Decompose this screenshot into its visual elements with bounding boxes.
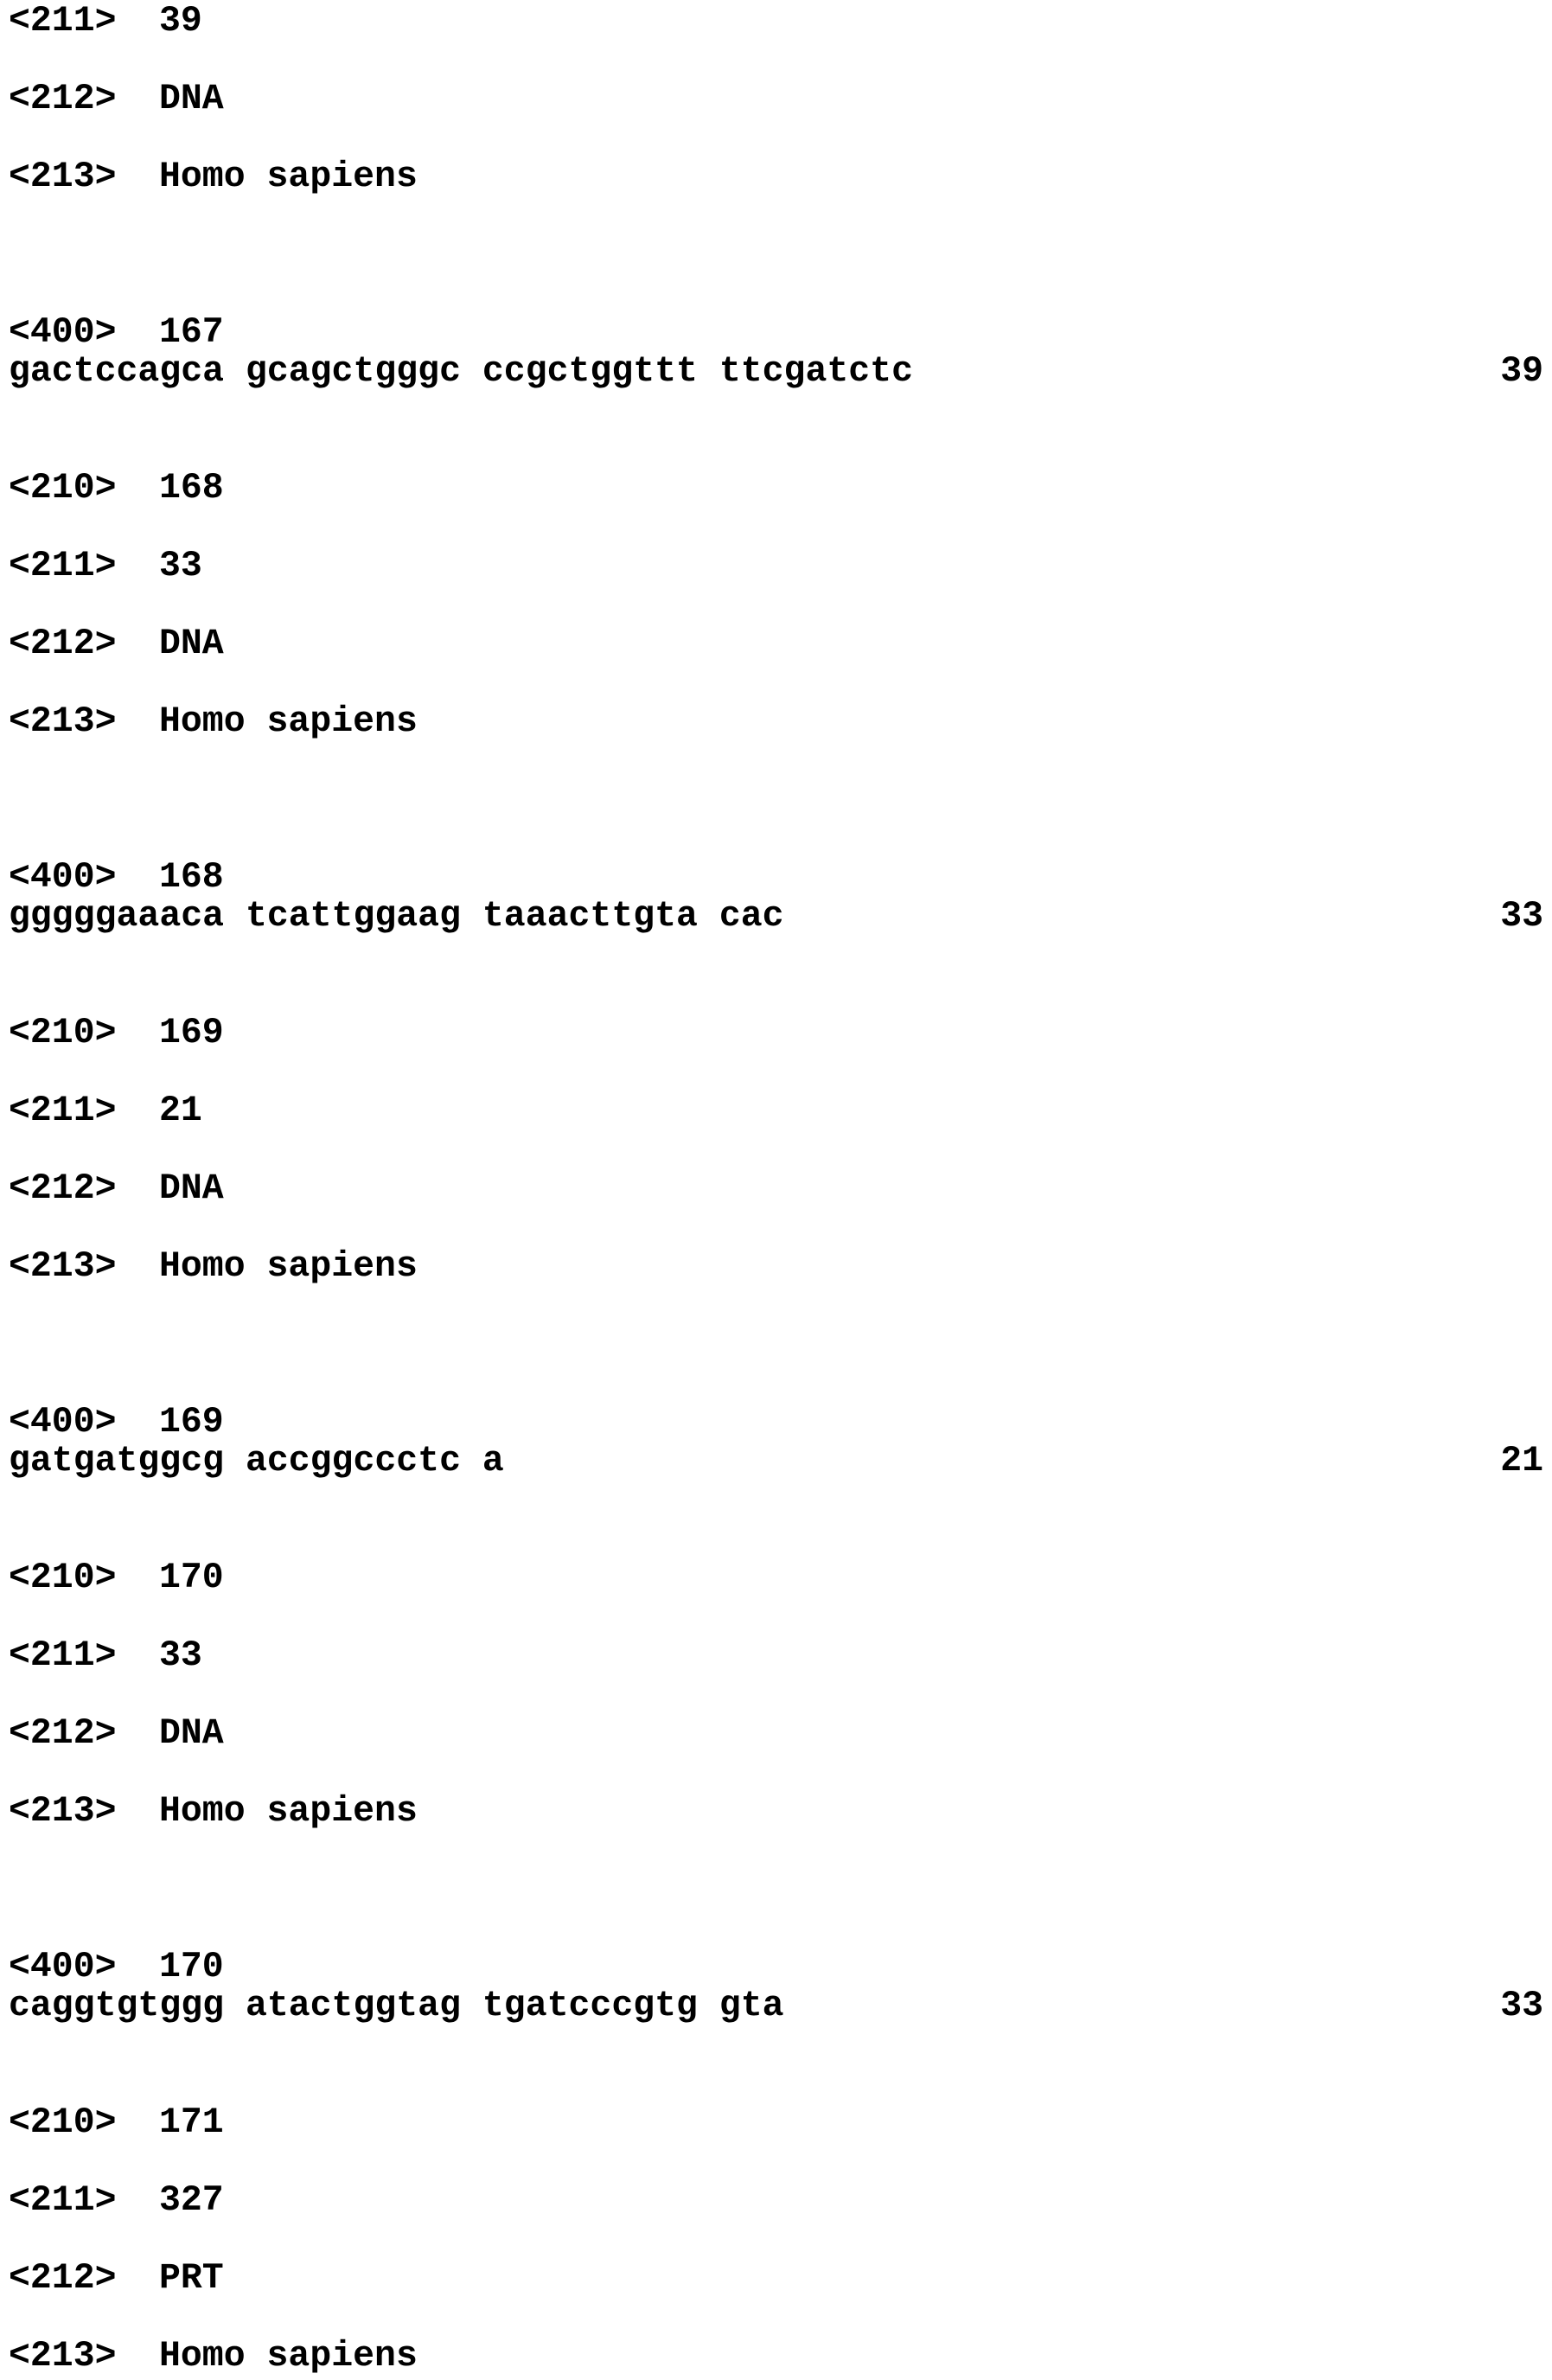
field-tag: <400> bbox=[9, 312, 117, 353]
field-value: DNA bbox=[159, 1713, 224, 1754]
field-value: Homo sapiens bbox=[159, 2336, 418, 2377]
field-tag: <211> bbox=[9, 2180, 117, 2221]
sequence-length-count: 33 bbox=[1500, 1986, 1543, 2026]
field-line: <212> DNA bbox=[9, 626, 224, 662]
field-tag: <212> bbox=[9, 2258, 117, 2299]
field-line: <210> 169 bbox=[9, 1015, 224, 1052]
sequence-length-count: 39 bbox=[1500, 351, 1543, 392]
field-value: 170 bbox=[159, 1558, 224, 1598]
field-line: <213> Homo sapiens bbox=[9, 1249, 418, 1285]
field-tag: <211> bbox=[9, 546, 117, 586]
field-tag: <213> bbox=[9, 1246, 117, 1287]
field-value: 39 bbox=[159, 1, 202, 42]
field-tag: <400> bbox=[9, 857, 117, 898]
field-line: <211> 327 bbox=[9, 2183, 224, 2219]
field-line: <211> 33 bbox=[9, 548, 202, 585]
sequence-length-count: 33 bbox=[1500, 896, 1543, 937]
field-line: <212> DNA bbox=[9, 1716, 224, 1752]
field-line: <213> Homo sapiens bbox=[9, 1794, 418, 1830]
field-value: Homo sapiens bbox=[159, 1791, 418, 1832]
field-tag: <213> bbox=[9, 157, 117, 197]
field-value: Homo sapiens bbox=[159, 1246, 418, 1287]
field-value: 167 bbox=[159, 312, 224, 353]
field-value: 168 bbox=[159, 468, 224, 509]
field-tag: <213> bbox=[9, 1791, 117, 1832]
field-tag: <211> bbox=[9, 1091, 117, 1131]
field-line: <211> 33 bbox=[9, 1638, 202, 1674]
field-tag: <212> bbox=[9, 79, 117, 119]
field-line: <211> 39 bbox=[9, 3, 202, 40]
field-value: 33 bbox=[159, 546, 202, 586]
field-tag: <212> bbox=[9, 1713, 117, 1754]
field-tag: <212> bbox=[9, 624, 117, 664]
field-tag: <210> bbox=[9, 1013, 117, 1053]
field-tag: <210> bbox=[9, 1558, 117, 1598]
field-value: 327 bbox=[159, 2180, 224, 2221]
field-value: 171 bbox=[159, 2102, 224, 2143]
field-line: <213> Homo sapiens bbox=[9, 704, 418, 740]
field-line: <210> 168 bbox=[9, 470, 224, 507]
field-line: <212> PRT bbox=[9, 2261, 224, 2297]
field-line: <400> 168 bbox=[9, 860, 224, 896]
field-tag: <213> bbox=[9, 701, 117, 742]
field-tag: <210> bbox=[9, 468, 117, 509]
field-line: <212> DNA bbox=[9, 1171, 224, 1207]
field-value: 33 bbox=[159, 1635, 202, 1676]
field-value: 169 bbox=[159, 1402, 224, 1443]
field-value: Homo sapiens bbox=[159, 157, 418, 197]
field-tag: <210> bbox=[9, 2102, 117, 2143]
field-tag: <211> bbox=[9, 1, 117, 42]
field-value: DNA bbox=[159, 1168, 224, 1209]
field-tag: <400> bbox=[9, 1402, 117, 1443]
field-tag: <400> bbox=[9, 1947, 117, 1987]
field-line: <211> 21 bbox=[9, 1093, 202, 1129]
field-value: 21 bbox=[159, 1091, 202, 1131]
field-line: <212> DNA bbox=[9, 81, 224, 118]
field-tag: <213> bbox=[9, 2336, 117, 2377]
field-value: 170 bbox=[159, 1947, 224, 1987]
field-value: 168 bbox=[159, 857, 224, 898]
field-value: PRT bbox=[159, 2258, 224, 2299]
field-line: <210> 171 bbox=[9, 2105, 224, 2141]
sequence-line: gggggaaaca tcattggaag taaacttgta cac bbox=[9, 896, 784, 937]
sequence-line: gactccagca gcagctgggc ccgctggttt ttcgatc… bbox=[9, 351, 913, 392]
field-value: DNA bbox=[159, 79, 224, 119]
field-line: <400> 167 bbox=[9, 315, 224, 351]
field-line: <213> Homo sapiens bbox=[9, 159, 418, 195]
field-tag: <212> bbox=[9, 1168, 117, 1209]
field-line: <213> Homo sapiens bbox=[9, 2338, 418, 2375]
field-value: 169 bbox=[159, 1013, 224, 1053]
field-line: <400> 170 bbox=[9, 1949, 224, 1986]
sequence-line: caggtgtggg atactggtag tgatcccgtg gta bbox=[9, 1986, 784, 2026]
sequence-line: gatgatggcg accggccctc a bbox=[9, 1441, 504, 1481]
field-line: <210> 170 bbox=[9, 1560, 224, 1596]
field-value: DNA bbox=[159, 624, 224, 664]
field-value: Homo sapiens bbox=[159, 701, 418, 742]
sequence-length-count: 21 bbox=[1500, 1441, 1543, 1481]
field-line: <400> 169 bbox=[9, 1404, 224, 1441]
field-tag: <211> bbox=[9, 1635, 117, 1676]
